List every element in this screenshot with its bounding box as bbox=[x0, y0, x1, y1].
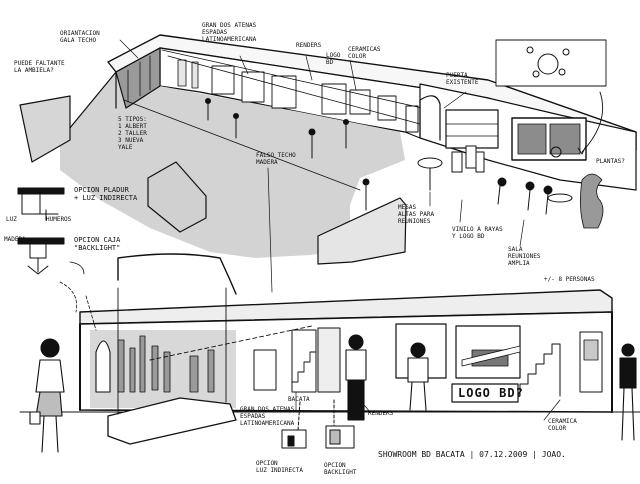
label-plants: PLANTAS? bbox=[596, 158, 625, 165]
label-ceramics-top: CERAMICAS COLOR bbox=[348, 46, 381, 60]
label-bacata: BACATA bbox=[288, 396, 310, 403]
label-light: LUZ bbox=[6, 216, 17, 223]
label-ground-floor-signs: GRAN DOS ATENAS ESPADAS LATINOAMERICANA bbox=[202, 22, 257, 43]
meeting-area bbox=[417, 145, 604, 229]
label-indirect-option: OPCION LUZ INDIRECTA bbox=[256, 460, 303, 474]
label-logo-bd-top: LOGO BD bbox=[326, 52, 341, 66]
label-glass-question: PUEDE FALTANTE LA AMBIELA? bbox=[14, 60, 65, 74]
person-man bbox=[345, 334, 429, 421]
entrance-wall bbox=[19, 95, 71, 163]
figures-top bbox=[205, 98, 370, 211]
label-meeting-room: SALA REUNIONES AMPLIA bbox=[508, 246, 541, 267]
floor-detail bbox=[281, 399, 355, 449]
label-meeting-tables: MESAS ALTAS PARA REUNIONES bbox=[398, 204, 435, 225]
label-floor-types: 5 TIPOS: 1 ALBERT 2 TALLER 3 NUEVA YALE bbox=[118, 116, 147, 151]
label-wood: MADERA bbox=[4, 236, 26, 243]
logo-sign-text: LOGO BD? bbox=[458, 386, 524, 400]
person-woman bbox=[29, 338, 65, 453]
person-right bbox=[619, 343, 637, 441]
ceiling-box bbox=[117, 253, 237, 295]
signature: SHOWROOM BD BACATA | 07.12.2009 | JOAO. bbox=[378, 450, 566, 459]
label-glass-logo: VINILO A RAYAS Y LOGO BD bbox=[452, 226, 503, 240]
label-grand-bottom: GRAN DOS ATENAS ESPADAS LATINOAMERICANA bbox=[240, 406, 295, 427]
detail-backlight-box bbox=[17, 237, 65, 275]
label-shelves: HUMEROS bbox=[46, 216, 72, 223]
label-window-orientation: ORIANTACION GALA TECHO bbox=[60, 30, 100, 44]
label-persons: +/- 8 PERSONAS bbox=[544, 276, 595, 283]
display-column bbox=[147, 161, 207, 233]
plan-thumbnail bbox=[495, 39, 607, 87]
label-backlight-option: OPCION BACKLIGHT bbox=[324, 462, 357, 476]
label-false-ceiling: FALSO TECHO MADERA bbox=[256, 152, 296, 166]
label-renders-bottom: RENDERS bbox=[368, 410, 394, 417]
side-counter bbox=[317, 197, 407, 265]
label-ceramics-bottom: CERAMICA COLOR bbox=[548, 418, 577, 432]
window-wall bbox=[115, 47, 161, 109]
detail-plaster bbox=[17, 187, 65, 221]
label-box-option: OPCION CAJA "BACKLIGHT" bbox=[74, 236, 121, 252]
showroom-floor bbox=[60, 72, 405, 258]
label-renders-top: RENDERS bbox=[296, 42, 322, 49]
label-entrance-door: PUERTA EXISTENTE bbox=[446, 72, 479, 86]
label-plaster-option: OPCION PLADUR + LUZ INDIRECTA bbox=[74, 186, 138, 202]
logo-sign bbox=[451, 383, 519, 403]
reception-counter bbox=[107, 397, 237, 445]
